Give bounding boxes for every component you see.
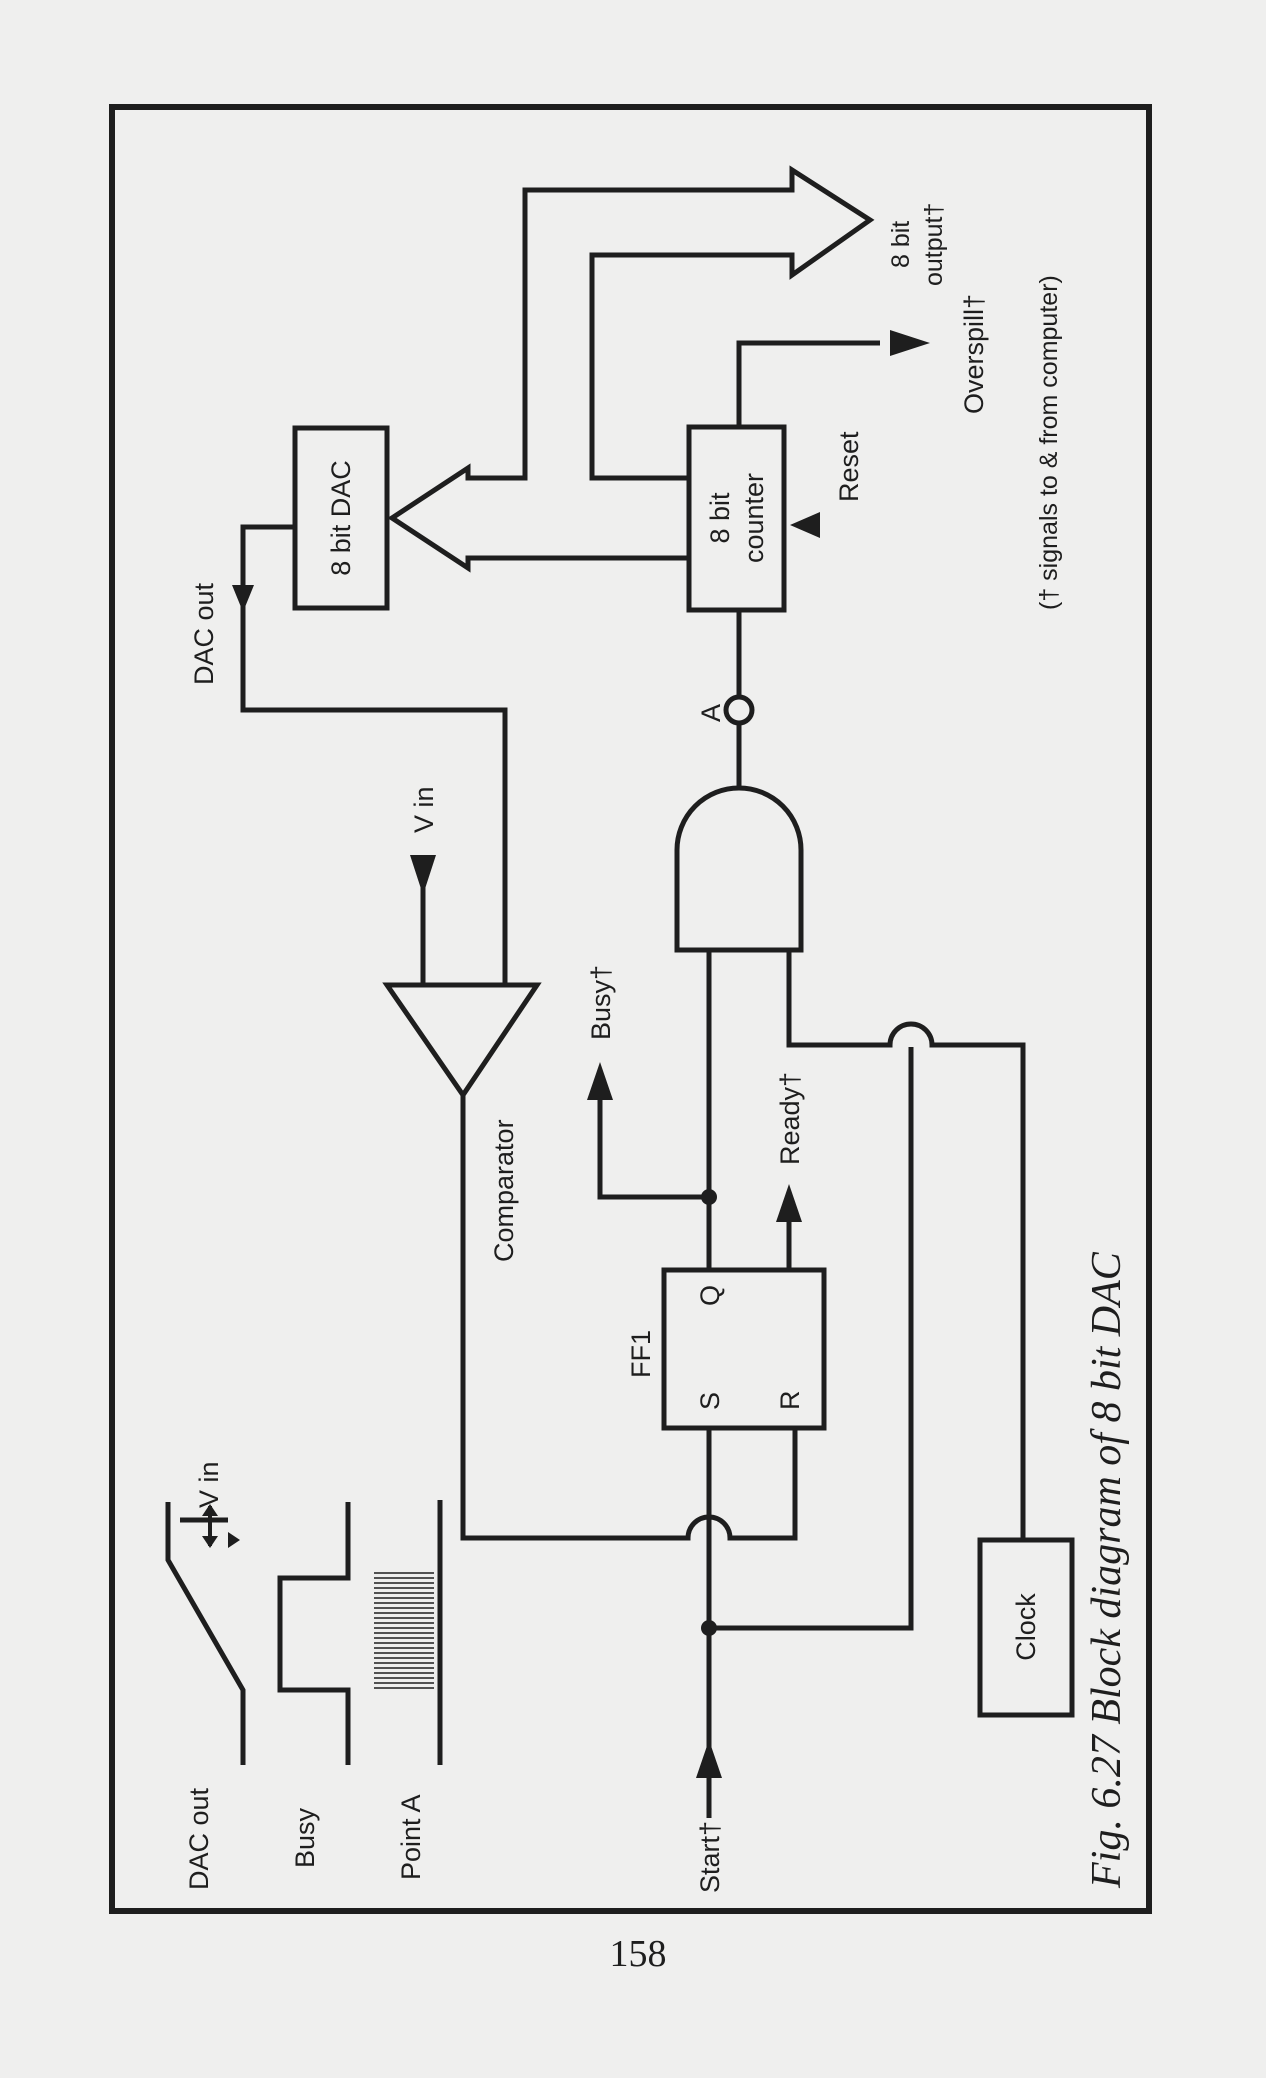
timing-dac-out-trace — [165, 1502, 246, 1765]
ff1-s-label: S — [695, 1392, 725, 1410]
timing-label-busy: Busy — [290, 1807, 320, 1868]
arrow-ready — [776, 1184, 802, 1222]
counter-block-label-2: counter — [739, 473, 769, 563]
arrow-start — [696, 1740, 722, 1778]
counter-block-label-1: 8 bit — [705, 492, 735, 544]
wire-reset — [709, 1047, 914, 1631]
page-number: 158 — [610, 1933, 667, 1975]
computer-note: († signals to & from computer) — [1035, 275, 1063, 610]
timing-busy-trace — [277, 1502, 351, 1765]
wiring — [240, 165, 1026, 1818]
timing-sketch: DAC out V in Busy Point A — [165, 1461, 443, 1890]
reset-label: Reset — [834, 431, 864, 502]
clock-block-label: Clock — [1011, 1593, 1041, 1661]
figure-caption: Fig. 6.27 Block diagram of 8 bit DAC — [1084, 1251, 1130, 1889]
wire-busy — [597, 1087, 709, 1200]
arrowheads — [232, 330, 930, 1778]
junction-start — [701, 1620, 717, 1636]
arrow-reset — [790, 512, 820, 538]
dac-out-label: DAC out — [189, 582, 219, 685]
ff1-r-label: R — [775, 1391, 805, 1411]
inversion-bubble — [723, 694, 755, 726]
wire-dac-out — [240, 524, 508, 985]
start-label: Start† — [695, 1821, 725, 1893]
arrow-busy — [587, 1062, 613, 1100]
wire-overspill — [736, 340, 880, 427]
overspill-label: Overspill† — [959, 294, 989, 414]
point-a-label: A — [696, 704, 726, 722]
arrow-v-in — [410, 855, 436, 895]
bus-counter-to-dac — [387, 165, 875, 573]
timing-label-v-in: V in — [194, 1461, 224, 1508]
arrow-dac-out — [232, 585, 254, 612]
output-label-1: 8 bit — [887, 221, 915, 268]
v-in-label: V in — [409, 786, 439, 833]
dac-block-label: 8 bit DAC — [326, 460, 356, 576]
arrow-overspill — [890, 330, 930, 356]
figure-frame — [109, 104, 1152, 1914]
timing-label-point-a: Point A — [396, 1794, 426, 1880]
output-label-2: output† — [920, 203, 948, 286]
counter-block — [686, 424, 787, 613]
ff1-q-label: Q — [695, 1285, 725, 1306]
comparator — [382, 982, 542, 1100]
dac-block — [292, 425, 390, 611]
ff1-label: FF1 — [626, 1330, 656, 1378]
timing-point-a-pulses — [374, 1572, 434, 1689]
ff1-block — [661, 1267, 827, 1431]
ready-label: Ready† — [775, 1072, 805, 1165]
timing-label-dac-out: DAC out — [184, 1787, 214, 1890]
busy-label: Busy† — [586, 965, 616, 1040]
and-gate — [674, 785, 804, 953]
clock-block — [977, 1537, 1075, 1718]
comparator-label: Comparator — [489, 1119, 519, 1262]
wire-clock — [786, 950, 1026, 1540]
junction-busy — [701, 1189, 717, 1205]
